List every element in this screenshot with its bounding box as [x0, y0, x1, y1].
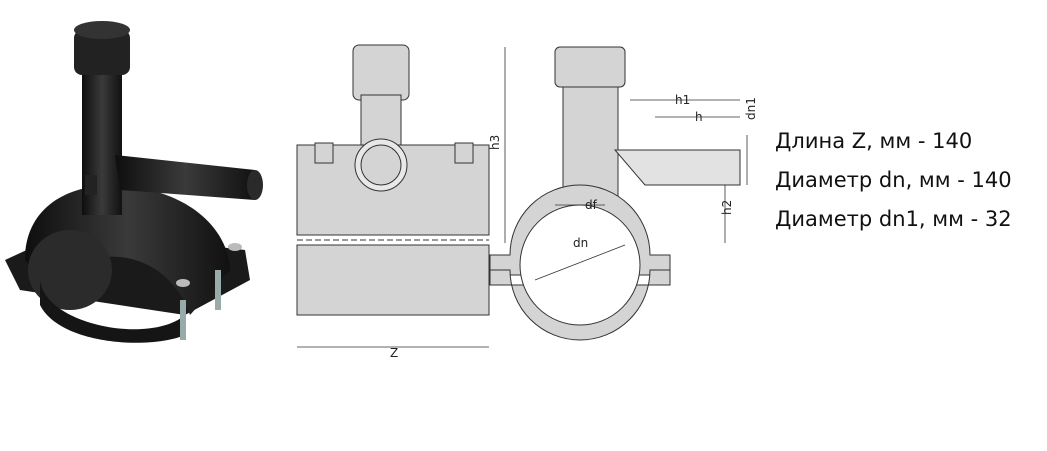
dim-h1-label: h1 [675, 93, 690, 107]
front-view [296, 44, 490, 316]
dim-z-label: Z [390, 346, 398, 360]
spec-list: Длина Z, мм - 140 Диаметр dn, мм - 140 Д… [775, 122, 1012, 239]
dim-h3-label: h3 [488, 135, 502, 150]
dim-h-label: h [695, 110, 703, 124]
dim-dn1-label: dn1 [744, 97, 758, 120]
spec-diameter-dn1: Диаметр dn1, мм - 32 [775, 207, 1012, 231]
dim-df-label: df [585, 198, 598, 212]
dim-dn-label: dn [573, 236, 588, 250]
product-photo [5, 21, 263, 343]
dim-h2-label: h2 [720, 200, 734, 215]
technical-drawing: Z h3 h1 h dn1 df dn h2 [296, 44, 758, 360]
spec-diameter-dn: Диаметр dn, мм - 140 [775, 168, 1012, 192]
side-view [489, 46, 741, 341]
spec-length-z: Длина Z, мм - 140 [775, 129, 973, 153]
